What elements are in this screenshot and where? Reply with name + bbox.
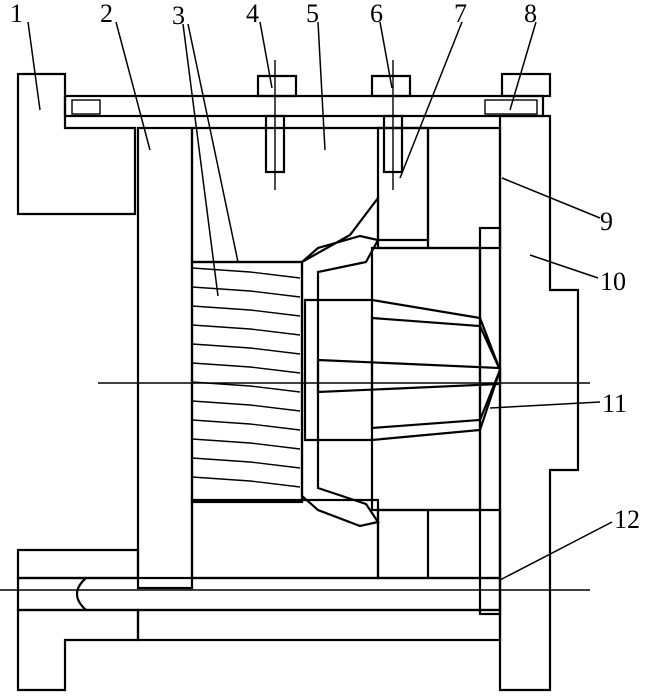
part-1-flange	[16, 72, 137, 216]
lamination-line	[191, 419, 301, 431]
part-2-body	[136, 126, 194, 590]
part-4-bolt	[256, 60, 298, 190]
part-8-cover-plate	[63, 72, 552, 118]
label-12: 12	[614, 505, 640, 534]
label-5: 5	[306, 0, 319, 28]
label-10: 10	[600, 267, 626, 296]
lamination-line	[191, 324, 301, 336]
label-7: 7	[454, 0, 467, 28]
label-11: 11	[602, 389, 627, 418]
lamination-line	[191, 267, 301, 279]
leader-lines	[27, 21, 613, 581]
lamination-line	[191, 286, 301, 298]
lamination-line	[191, 343, 301, 355]
lamination-line	[191, 438, 301, 450]
label-8: 8	[524, 0, 537, 28]
label-6: 6	[370, 0, 383, 28]
label-1: 1	[10, 0, 23, 28]
part-number-labels: 1 2 3 4 5 6 7 8 9 10 11 12	[10, 0, 640, 534]
cross-hatched-product	[300, 234, 502, 528]
label-9: 9	[600, 207, 613, 236]
lamination-line	[191, 400, 301, 412]
label-2: 2	[100, 0, 113, 28]
lamination-line	[191, 476, 301, 488]
lamination-line	[191, 362, 301, 374]
label-4: 4	[246, 0, 259, 28]
lamination-line	[191, 457, 301, 469]
label-3: 3	[172, 1, 185, 30]
part-3-laminations	[190, 260, 304, 504]
part-11-core	[303, 246, 502, 512]
part-12-pin	[16, 548, 502, 692]
part-10-end-plate	[478, 114, 580, 692]
lamination-line	[191, 305, 301, 317]
part-6-bolt	[370, 60, 412, 190]
